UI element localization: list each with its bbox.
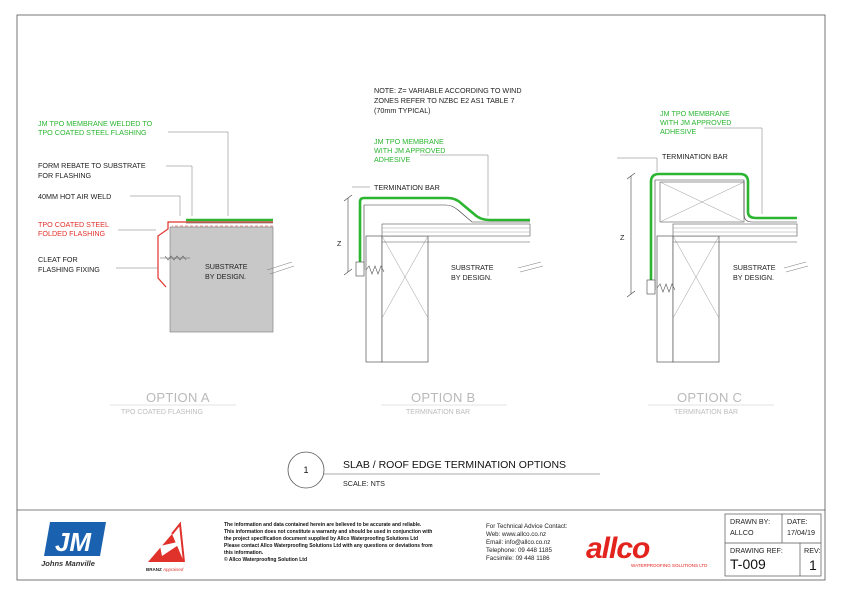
johns-manville-wordmark: Johns Manville xyxy=(41,559,95,568)
svg-text:JM: JM xyxy=(55,527,92,557)
option-c-title: OPTION C xyxy=(677,390,742,405)
rev-value: 1 xyxy=(809,557,817,573)
option-c-substrate-label: SUBSTRATE BY DESIGN. xyxy=(733,263,778,282)
option-b-z-label: Z xyxy=(337,239,342,248)
drawn-by-value: ALLCO xyxy=(730,528,754,537)
option-a-membrane-label: JM TPO MEMBRANE WELDED TO TPO COATED STE… xyxy=(38,119,154,137)
option-c-membrane-label: JM TPO MEMBRANE WITH JM APPROVED ADHESIV… xyxy=(660,109,733,136)
option-b-termination-bar-label: TERMINATION BAR xyxy=(374,183,440,192)
drawing-title-text: SLAB / ROOF EDGE TERMINATION OPTIONS xyxy=(343,459,566,471)
option-a-subtitle: TPO COATED FLASHING xyxy=(121,409,203,416)
title-block: JM Johns Manville BRANZ Appraised The in… xyxy=(33,513,822,577)
drawn-by-label: DRAWN BY: xyxy=(730,517,770,526)
contact-text: For Technical Advice Contact: Web: www.a… xyxy=(486,523,569,562)
option-b-title: OPTION B xyxy=(411,390,476,405)
allco-tagline: WATERPROOFING SOLUTIONS LTD xyxy=(631,563,708,568)
drawing-scale: SCALE: NTS xyxy=(343,479,385,488)
option-a-detail: JM TPO MEMBRANE WELDED TO TPO COATED STE… xyxy=(38,119,295,416)
option-c-termination-bar-label: TERMINATION BAR xyxy=(662,152,728,161)
option-a-flashing-label: TPO COATED STEEL FOLDED FLASHING xyxy=(38,220,111,238)
branz-appraised: Appraised xyxy=(162,567,184,572)
drawing-number: 1 xyxy=(303,465,308,475)
drawing-title: 1 SLAB / ROOF EDGE TERMINATION OPTIONS S… xyxy=(287,451,600,489)
option-c-subtitle: TERMINATION BAR xyxy=(674,409,738,416)
option-a-substrate xyxy=(169,226,274,333)
sheet-border xyxy=(16,14,826,581)
allco-logo: allco WATERPROOFING SOLUTIONS LTD xyxy=(586,532,708,568)
drawing-number-bubble xyxy=(287,451,325,489)
option-a-flashing xyxy=(157,221,273,288)
option-c-termination-bar xyxy=(646,279,656,295)
note-text: NOTE: Z= VARIABLE ACCORDING TO WIND ZONE… xyxy=(374,86,524,115)
option-b-termination-bar xyxy=(355,261,365,277)
option-c-z-label: Z xyxy=(620,233,625,242)
option-c-membrane xyxy=(649,172,797,290)
option-a-weld-label: 40MM HOT AIR WELD xyxy=(38,192,111,201)
option-a-substrate-label: SUBSTRATE BY DESIGN. xyxy=(205,262,250,281)
branz-logo: BRANZ Appraised xyxy=(146,521,186,572)
option-b-substrate-label: SUBSTRATE BY DESIGN. xyxy=(451,263,496,282)
option-b-membrane-label: JM TPO MEMBRANE WITH JM APPROVED ADHESIV… xyxy=(374,137,447,164)
option-b-subtitle: TERMINATION BAR xyxy=(406,409,470,416)
date-value: 17/04/19 xyxy=(787,528,815,537)
option-a-cleat-label: CLEAT FOR FLASHING FIXING xyxy=(38,255,100,274)
option-a-rebate-label: FORM REBATE TO SUBSTRATE FOR FLASHING xyxy=(38,161,148,180)
branz-wordmark: BRANZ xyxy=(146,567,162,572)
svg-text:allco: allco xyxy=(586,532,650,565)
date-label: DATE: xyxy=(787,517,808,526)
option-c-detail: Z JM TPO MEMBRANE WITH JM APPROVED ADHES… xyxy=(617,109,809,416)
option-b-membrane xyxy=(358,196,530,270)
drawing-ref-label: DRAWING REF: xyxy=(730,546,783,555)
drawing-ref-value: T-009 xyxy=(730,556,766,572)
johns-manville-logo: JM Johns Manville xyxy=(33,520,113,568)
option-b-detail: Z JM TPO MEMBRANE WITH JM APPROVED ADHES… xyxy=(337,137,544,416)
rev-label: REV: xyxy=(804,546,821,555)
disclaimer-text: The information and data contained herei… xyxy=(224,522,434,563)
option-a-title: OPTION A xyxy=(146,390,210,405)
